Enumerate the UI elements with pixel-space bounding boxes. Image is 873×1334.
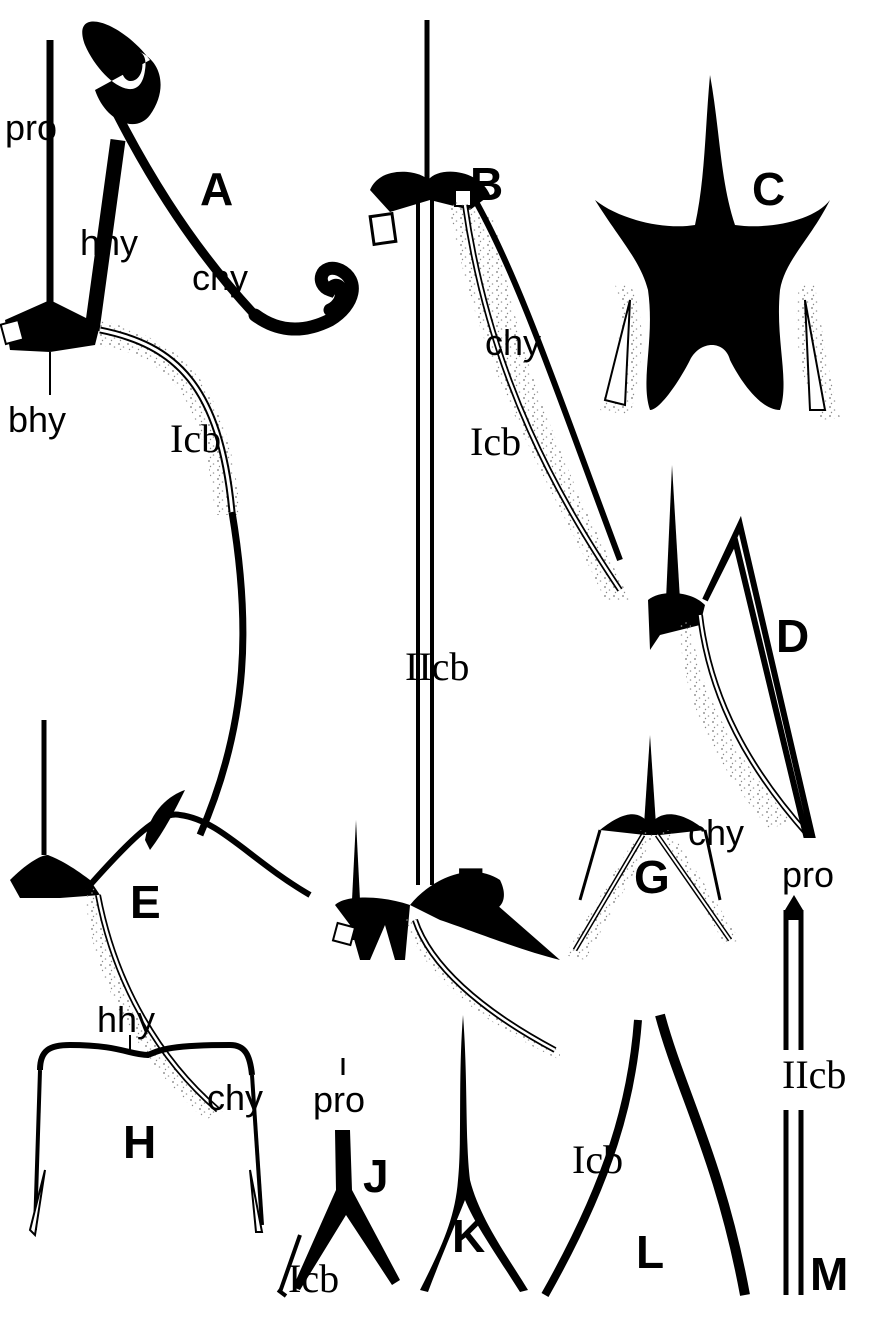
panel-a-pro-label: pro: [5, 107, 57, 148]
panel-j-pro-label: pro: [313, 1079, 365, 1120]
panel-c-letter: C: [752, 163, 785, 215]
panel-b-cb2-label: IIcb: [405, 644, 469, 689]
panel-l: Icb L: [545, 1015, 745, 1295]
panel-b: B chy Icb IIcb: [370, 20, 630, 885]
panel-m: pro IIcb M: [775, 854, 848, 1300]
panel-j-cb1-label: Icb: [288, 1256, 339, 1301]
panel-a-cb1-label: Icb: [170, 416, 221, 461]
panel-h: hhy H chy: [30, 999, 263, 1235]
panel-a: pro A hhy chy bhy Icb: [1, 21, 353, 835]
panel-g: G chy: [565, 735, 744, 960]
panel-f-ceratohyal: [410, 872, 560, 960]
panel-m-cb2-label: IIcb: [782, 1052, 846, 1097]
panel-g-spine: [644, 735, 656, 825]
panel-f-letter: F: [456, 858, 484, 910]
panel-a-hhy-label: hhy: [80, 222, 138, 263]
panel-e-horn: [145, 790, 185, 850]
panel-h-letter: H: [123, 1116, 156, 1168]
panel-a-socket: [1, 320, 24, 344]
panel-d-letter: D: [776, 610, 809, 662]
panel-h-chy-label: chy: [207, 1077, 263, 1118]
panel-b-cb1-label: Icb: [470, 419, 521, 464]
panel-j-letter: J: [363, 1150, 389, 1202]
panel-f: F: [333, 820, 560, 1060]
panel-a-chy-label: chy: [192, 257, 248, 298]
panel-m-letter: M: [810, 1248, 848, 1300]
panel-k-letter: K: [452, 1210, 485, 1262]
panel-e: E: [10, 720, 310, 1120]
panel-l-letter: L: [636, 1226, 664, 1278]
panel-g-left-arm: [580, 830, 600, 900]
panel-m-pro-label: pro: [782, 854, 834, 895]
panel-g-letter: G: [634, 851, 670, 903]
panel-c: C: [595, 75, 840, 420]
panel-l-right: [660, 1015, 745, 1295]
panel-l-cb1-label: Icb: [572, 1137, 623, 1182]
panel-d: D: [648, 465, 812, 835]
panel-a-curl: [82, 21, 160, 124]
panel-g-chy-label: chy: [688, 812, 744, 853]
panel-a-bhy-label: bhy: [8, 399, 66, 440]
panel-a-cb1-arc: [200, 512, 243, 835]
panel-f-socket: [333, 923, 355, 945]
panel-a-hook: [255, 268, 352, 329]
panel-j: pro J Icb: [278, 1058, 400, 1301]
panel-b-socket-left: [370, 214, 396, 245]
panel-d-spine: [666, 465, 680, 600]
panel-b-letter: B: [470, 158, 503, 210]
panel-k: K: [420, 1015, 528, 1292]
panel-h-hhy-label: hhy: [97, 999, 155, 1040]
panel-b-chy-label: chy: [485, 322, 541, 363]
panel-e-letter: E: [130, 876, 161, 928]
panel-d-base: [648, 593, 705, 650]
panel-a-letter: A: [200, 163, 233, 215]
